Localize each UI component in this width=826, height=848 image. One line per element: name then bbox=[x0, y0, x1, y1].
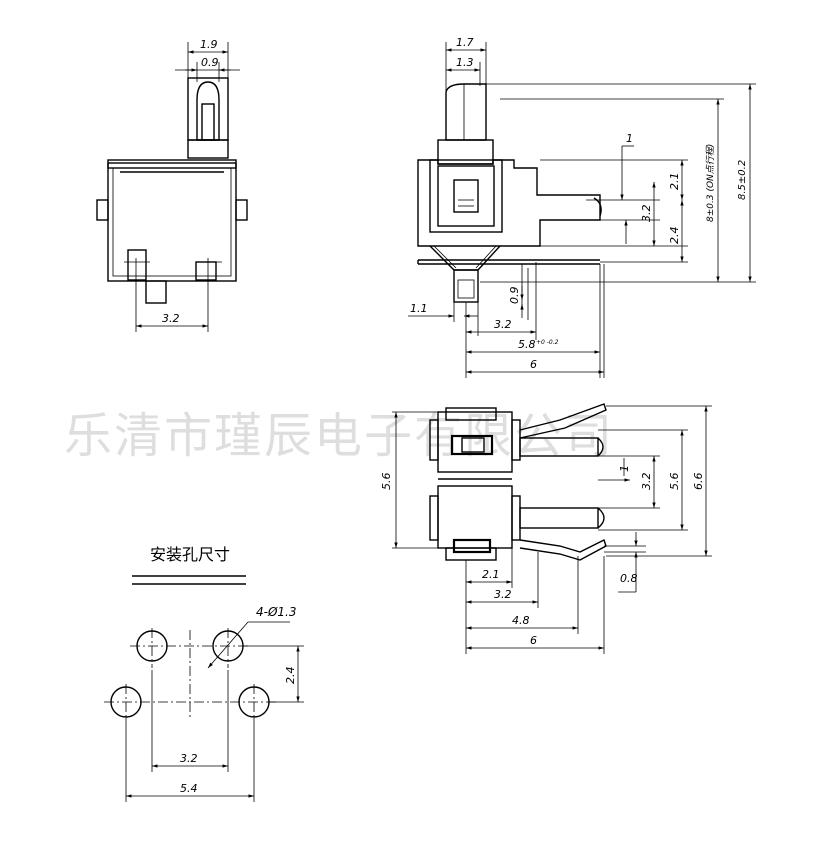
top-dim-3: 3.2 bbox=[640, 473, 653, 491]
side-dim-12-tol: +0 -0.2 bbox=[536, 339, 559, 346]
front-dim-2: 0.9 bbox=[201, 56, 219, 69]
side-dim-5: 3.2 bbox=[640, 205, 653, 223]
side-dim-2: 1.3 bbox=[456, 56, 474, 69]
top-dim-9: 4.8 bbox=[512, 614, 530, 627]
side-dim-11: 3.2 bbox=[494, 318, 512, 331]
side-view: 1.7 1.3 1 2.1 3.2 2.4 8±0.3 (ON点行程) 8.5±… bbox=[408, 36, 756, 378]
hole-label: 4-Ø1.3 bbox=[256, 605, 297, 619]
mounting-hole bbox=[110, 686, 142, 718]
front-dim-3: 3.2 bbox=[162, 312, 180, 325]
top-dim-4: 5.6 bbox=[668, 473, 681, 491]
side-dim-4: 2.1 bbox=[668, 173, 681, 191]
hole-pattern-title: 安装孔尺寸 bbox=[150, 545, 230, 564]
hole-dim-pitch-outer: 5.4 bbox=[180, 782, 198, 795]
side-dim-1: 1.7 bbox=[456, 36, 474, 49]
top-dim-1: 5.6 bbox=[380, 473, 393, 491]
front-dim-1: 1.9 bbox=[200, 38, 218, 51]
top-dim-7: 2.1 bbox=[482, 568, 500, 581]
front-view: 1.9 0.9 3.2 bbox=[96, 38, 248, 332]
top-dim-5: 6.6 bbox=[692, 473, 705, 491]
hole-dim-pitch-v: 2.4 bbox=[284, 667, 297, 685]
top-dim-2: 1 bbox=[618, 465, 631, 472]
side-dim-13: 6 bbox=[530, 358, 537, 371]
side-dim-6: 2.4 bbox=[668, 227, 681, 245]
side-dim-10: 1.1 bbox=[410, 302, 428, 315]
top-dim-8: 3.2 bbox=[494, 588, 512, 601]
hole-dim-pitch-inner: 3.2 bbox=[180, 752, 198, 765]
side-dim-12: 5.8 bbox=[518, 338, 536, 351]
side-dim-9: 0.9 bbox=[508, 287, 521, 305]
top-view: 5.6 1 3.2 5.6 6.6 0.8 2.1 3.2 4.8 6 bbox=[380, 403, 712, 654]
side-dim-8: 8.5±0.2 bbox=[737, 160, 748, 200]
top-dim-10: 6 bbox=[530, 634, 537, 647]
mounting-hole bbox=[136, 630, 168, 662]
side-dim-7: 8±0.3 (ON点行程) bbox=[705, 144, 716, 222]
top-dim-6: 0.8 bbox=[620, 572, 638, 585]
side-dim-3: 1 bbox=[626, 132, 633, 145]
hole-pattern: 安装孔尺寸 4-Ø1.3 2.4 3.2 5.4 bbox=[104, 545, 304, 802]
